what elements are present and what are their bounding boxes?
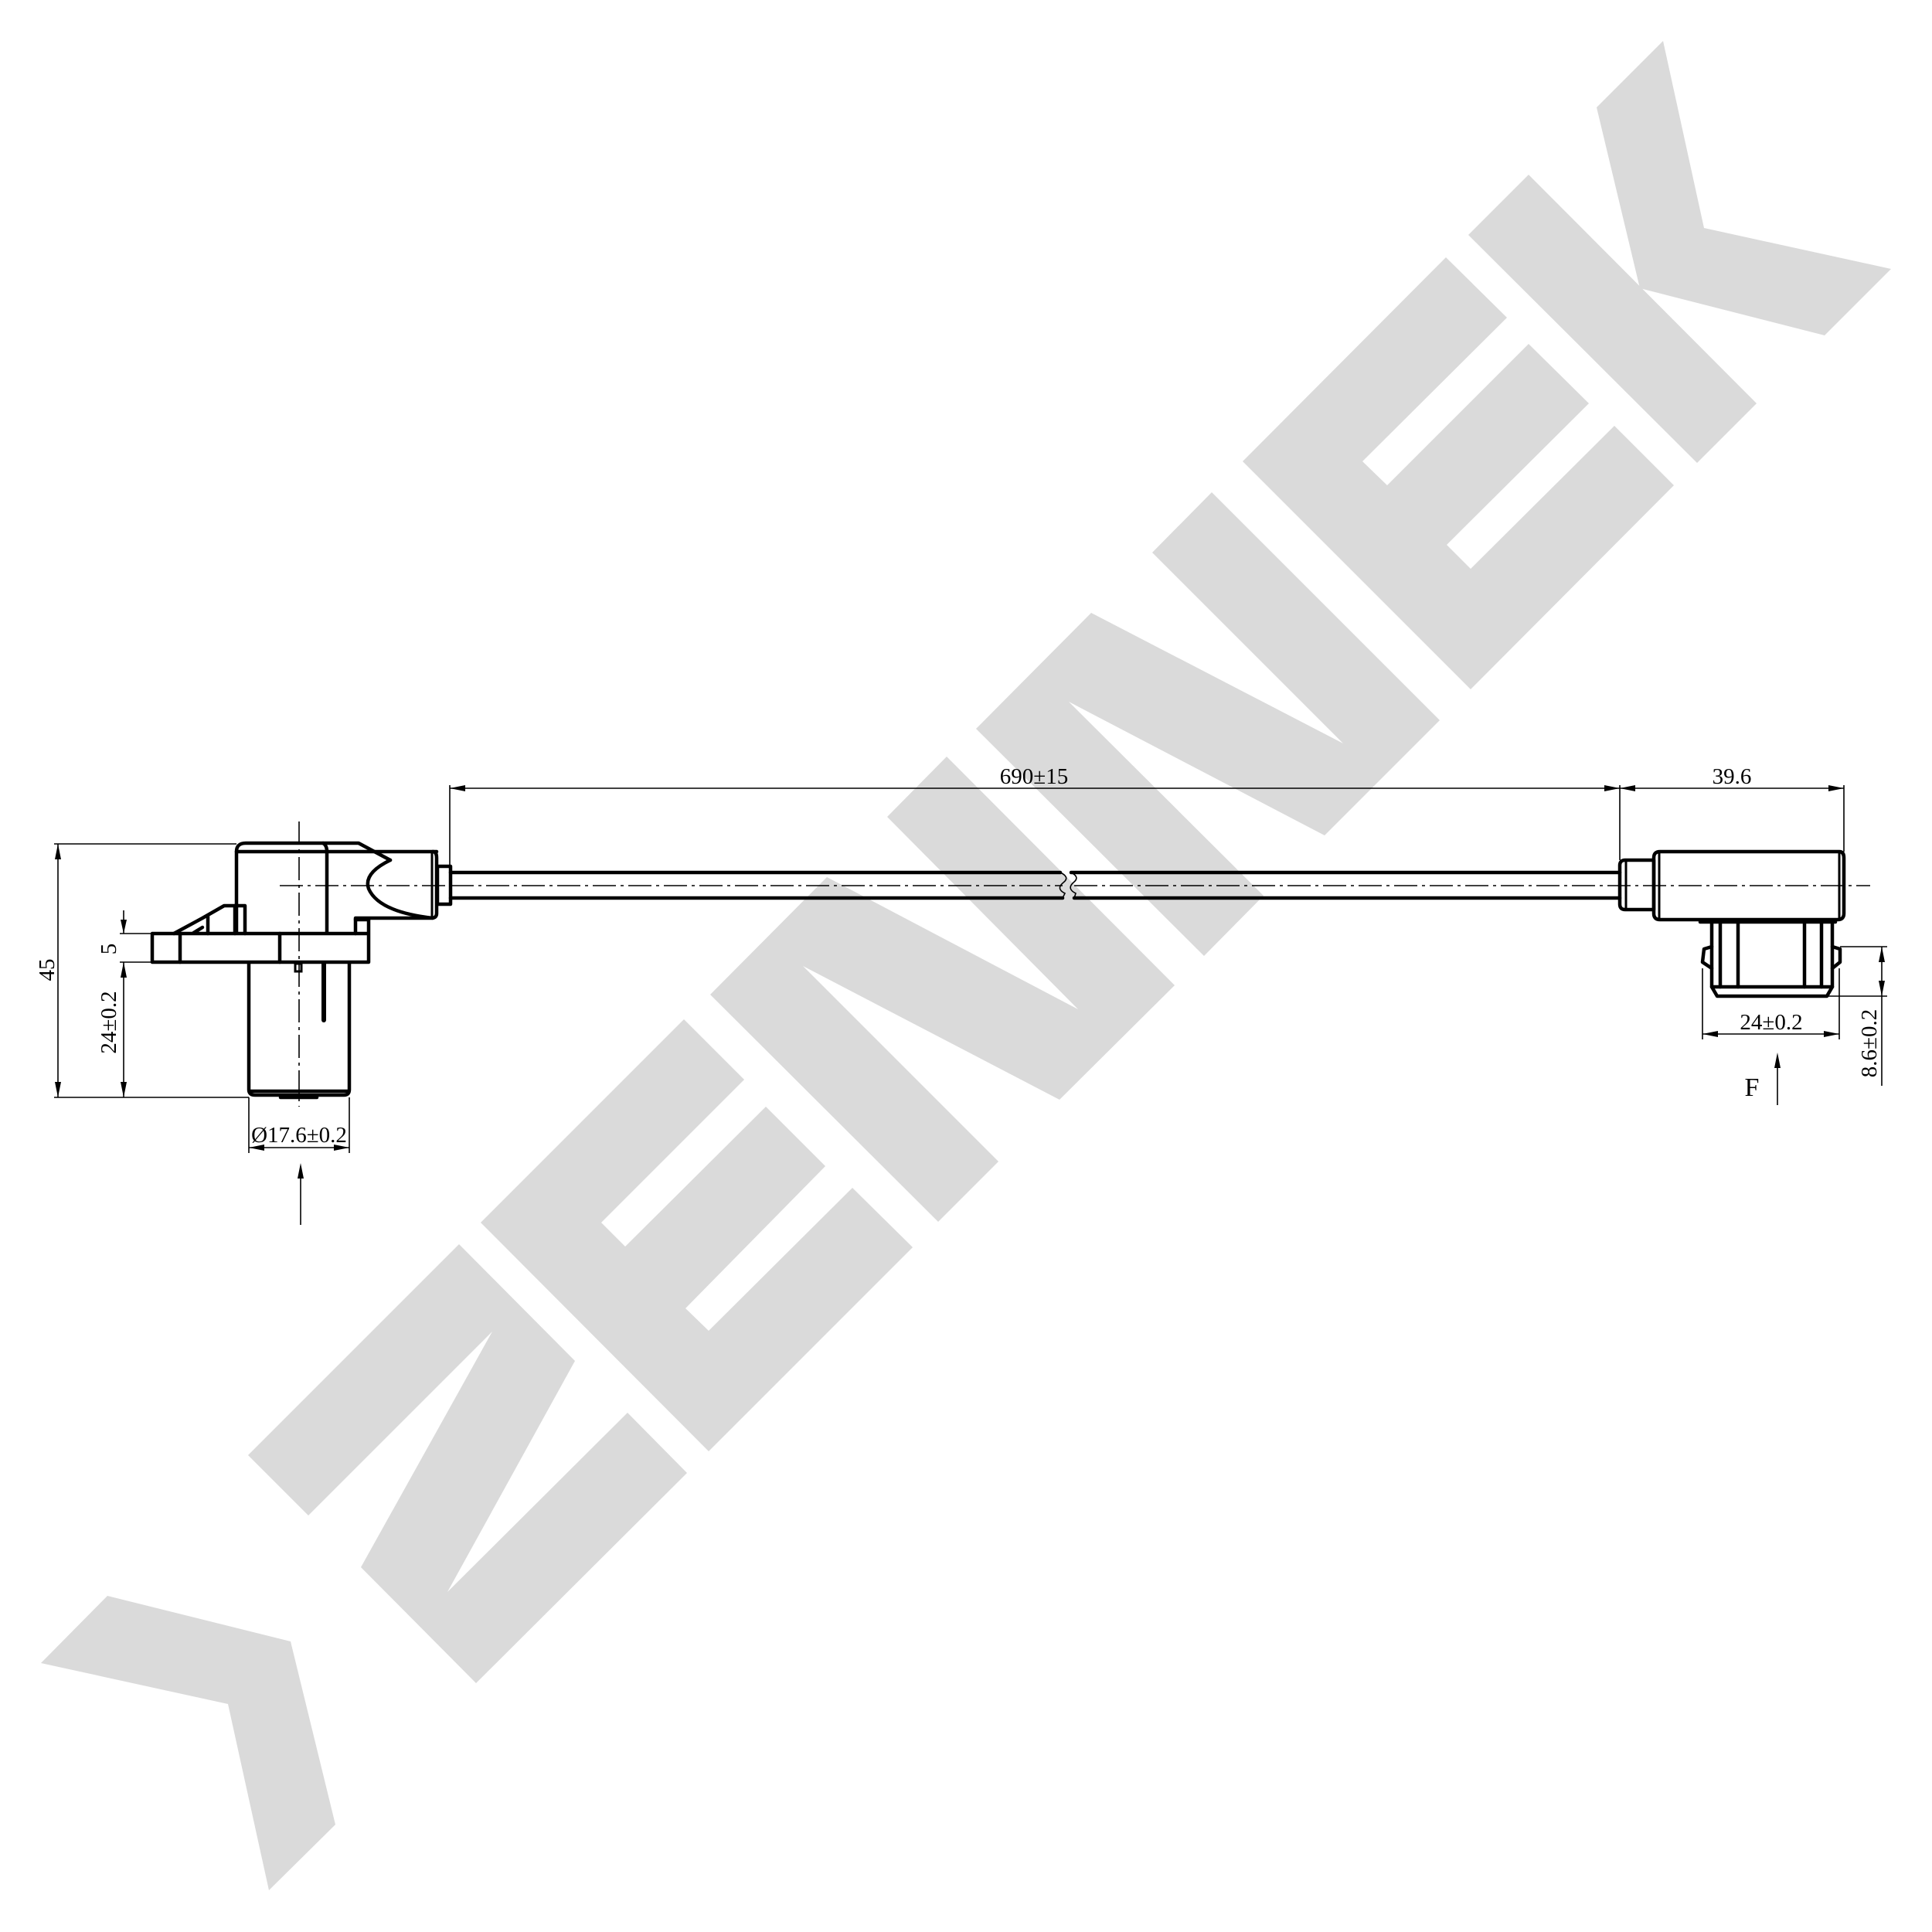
view-label-f: F: [1745, 1073, 1760, 1102]
watermark-letter-k-bar: [1468, 175, 1757, 463]
sensor-body-cylinder: [247, 961, 352, 1100]
connector-plug: [1698, 920, 1842, 998]
watermark-letter-z: [248, 1244, 687, 1683]
connector-housing: [1617, 849, 1846, 922]
dimension-label-24-sensor: 24±0.2: [97, 991, 121, 1053]
watermark-letter-e-lower: [481, 1019, 913, 1451]
dimension-label-45: 45: [35, 959, 60, 981]
dimension-label-5: 5: [97, 944, 121, 955]
view-direction-arrow-connector: F: [1745, 1053, 1781, 1105]
dimension-label-8-6: 8.6±0.2: [1857, 1009, 1882, 1077]
dimension-connector-depth: 8.6±0.2: [1827, 946, 1887, 1086]
cable-break-mark: [1070, 872, 1077, 899]
watermark-logo: [41, 41, 1891, 1890]
view-direction-arrow-sensor: [298, 1163, 304, 1225]
cable-break-mark: [1059, 872, 1067, 899]
dimension-connector-width: 24±0.2: [1702, 968, 1840, 1039]
dimension-label-690: 690±15: [1000, 764, 1068, 789]
cable: [448, 870, 1870, 900]
dimension-sensor-body-length: 24±0.2: [97, 962, 127, 1097]
dimension-flange-thickness: 5: [97, 910, 152, 963]
watermark-letter-n-upper: [976, 492, 1440, 956]
watermark-letter-e-upper: [1243, 257, 1674, 689]
sensor-head: [172, 841, 453, 936]
dimension-label-39-6: 39.6: [1713, 764, 1752, 789]
dimension-label-24-connector: 24±0.2: [1740, 1010, 1802, 1035]
dimension-cable-length: 690±15: [449, 764, 1621, 866]
watermark-letter-k-arms: [1597, 41, 1891, 335]
dimension-overall-height: 45: [35, 843, 249, 1098]
dimension-label-diameter: Ø17.6±0.2: [251, 1123, 347, 1148]
dimension-connector-length: 39.6: [1620, 764, 1845, 852]
dimension-sensor-diameter: Ø17.6±0.2: [248, 1097, 350, 1153]
sensor-flange: [150, 917, 371, 964]
watermark-chevron: [41, 1596, 335, 1890]
